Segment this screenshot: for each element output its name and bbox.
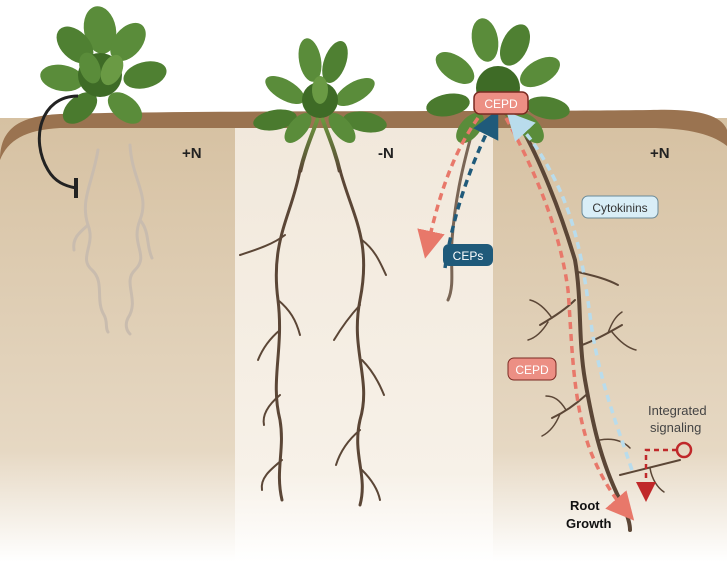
integrated-signaling-label-line1: Integrated [648, 403, 707, 418]
left-plant-rosette [40, 6, 167, 124]
cepd-shoot-label: CEPD [484, 97, 518, 111]
cytokinins-label: Cytokinins [592, 201, 647, 215]
left-plant: +N [37, 6, 202, 336]
root-growth-label-line1: Root [570, 498, 600, 513]
cytokinins-badge: Cytokinins [581, 195, 659, 219]
cytokinins-root-to-shoot-arrow [506, 111, 634, 471]
cepd-root-badge: CEPD [507, 357, 557, 381]
middle-plant-stem-left [298, 117, 320, 173]
cepd-shoot-badge: CEPD [473, 91, 529, 115]
left-plant-roots [72, 143, 154, 336]
right-plant: CEPD CEPs Cytokinins CEPD Integrated sig… [417, 18, 707, 532]
middle-plant-stem-right [320, 117, 342, 173]
left-inhibition-arc [37, 94, 79, 198]
ceps-label: CEPs [453, 249, 484, 263]
integrated-signaling-marker [636, 441, 693, 502]
left-panel-nitrogen-label: +N [182, 145, 202, 162]
cepd-shoot-to-root-arrow-right [504, 117, 635, 521]
soil-middle-panel [235, 118, 493, 562]
middle-plant-rosette [253, 38, 387, 143]
soil-background [0, 109, 727, 562]
cepd-root-label: CEPD [515, 363, 549, 377]
right-panel-nitrogen-label: +N [650, 145, 670, 162]
integrated-signaling-label-line2: signaling [650, 420, 701, 435]
soil-left-panel [0, 118, 235, 562]
root-growth-label-line2: Growth [566, 516, 612, 531]
cepd-shoot-to-root-arrow-left [417, 116, 480, 259]
ceps-badge: CEPs [443, 244, 493, 266]
middle-plant: -N [239, 38, 394, 507]
middle-plant-roots [239, 168, 387, 507]
soil-surface [0, 109, 727, 160]
middle-panel-nitrogen-label: -N [378, 145, 394, 162]
